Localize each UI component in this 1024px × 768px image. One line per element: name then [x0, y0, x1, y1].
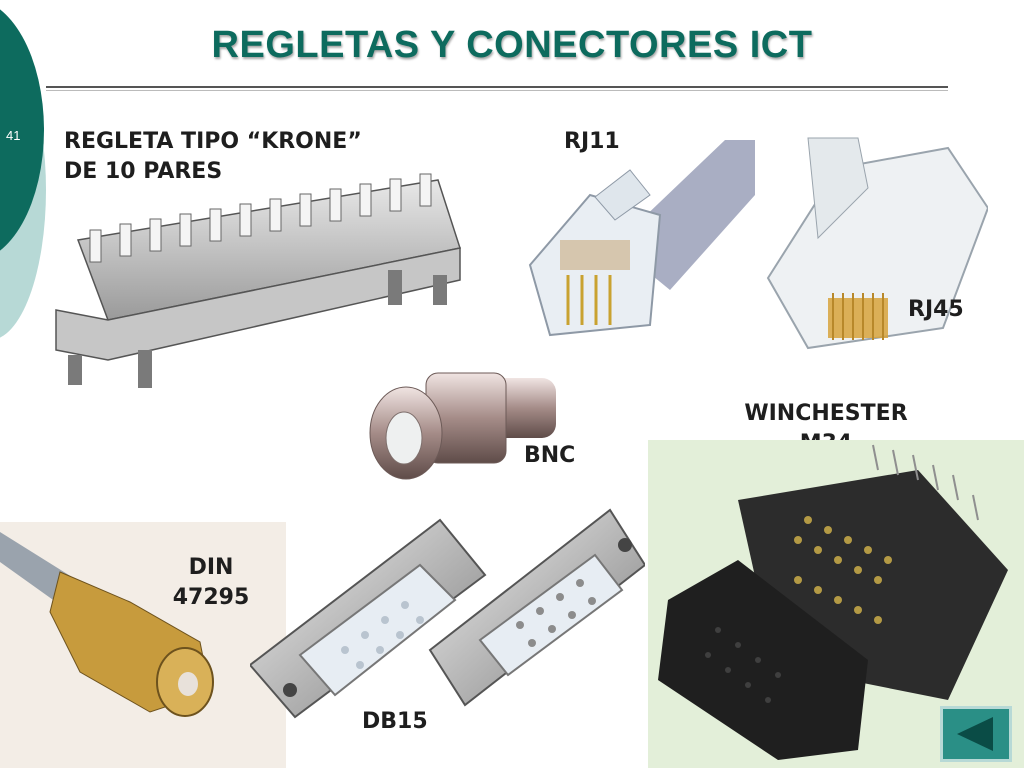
slide-decoration: [0, 9, 46, 338]
label-krone-line2: DE 10 PARES: [64, 159, 223, 184]
rj45-connector-image: [766, 137, 988, 350]
slide-number: 41: [6, 128, 21, 143]
label-db15: DB15: [362, 709, 428, 734]
winchester-m34-connector-image: [648, 440, 1024, 768]
title-divider: [46, 86, 948, 88]
back-button[interactable]: [940, 706, 1012, 762]
label-din-line2: 47295: [172, 585, 250, 610]
label-winchester-line1: WINCHESTER: [744, 401, 908, 426]
label-din-line1: DIN: [188, 555, 234, 580]
title-divider-shadow: [46, 90, 948, 91]
label-rj45: RJ45: [908, 297, 964, 322]
bnc-connector-image: [369, 372, 556, 480]
label-bnc: BNC: [524, 443, 576, 468]
rj11-connector-image: [528, 140, 755, 337]
db15-connector-image: [250, 508, 645, 719]
triangle-left-icon: [957, 717, 993, 751]
label-rj11: RJ11: [564, 129, 620, 154]
din-47295-connector-image: [0, 522, 286, 768]
slide-title: REGLETAS Y CONECTORES ICT: [211, 24, 813, 66]
label-krone-line1: REGLETA TIPO “KRONE”: [64, 129, 362, 154]
krone-strip-image: [55, 173, 461, 388]
